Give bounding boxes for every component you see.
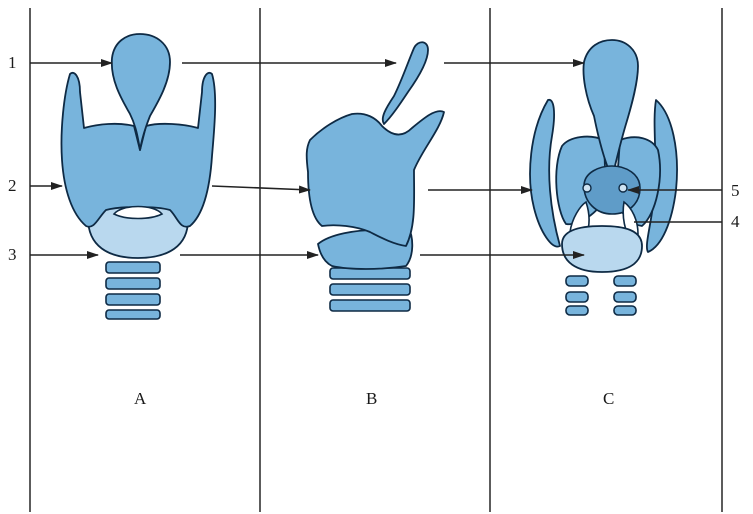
panel-c-posterior-view bbox=[530, 40, 677, 315]
cricothyroid-space bbox=[114, 207, 162, 219]
row-label-2: 2 bbox=[8, 176, 17, 195]
cricoid-cartilage bbox=[562, 226, 642, 272]
trachea-ring bbox=[330, 300, 410, 311]
epiglottis bbox=[383, 42, 428, 124]
trachea-ring bbox=[566, 276, 588, 286]
panel-label-c: C bbox=[603, 389, 614, 408]
trachea-ring bbox=[614, 306, 636, 315]
corniculate-cartilage-left bbox=[583, 184, 591, 192]
panel-a-front-view bbox=[61, 34, 215, 319]
row-label-1: 1 bbox=[8, 53, 17, 72]
trachea-ring bbox=[106, 278, 160, 289]
trachea-ring bbox=[614, 292, 636, 302]
panel-label-a: A bbox=[134, 389, 147, 408]
trachea-ring bbox=[330, 284, 410, 295]
panel-label-b: B bbox=[366, 389, 377, 408]
trachea-ring bbox=[566, 306, 588, 315]
trachea-ring bbox=[566, 292, 588, 302]
row-label-3: 3 bbox=[8, 245, 17, 264]
trachea-ring bbox=[106, 262, 160, 273]
panel-b-side-view bbox=[307, 42, 444, 311]
corniculate-cartilage-right bbox=[619, 184, 627, 192]
arrow-row-2-to-b bbox=[212, 186, 310, 190]
trachea-ring bbox=[106, 294, 160, 305]
trachea-ring bbox=[106, 310, 160, 319]
side-label-5: 5 bbox=[731, 181, 740, 200]
trachea-ring bbox=[614, 276, 636, 286]
side-label-4: 4 bbox=[731, 212, 740, 231]
thyroid-cartilage bbox=[307, 111, 444, 246]
